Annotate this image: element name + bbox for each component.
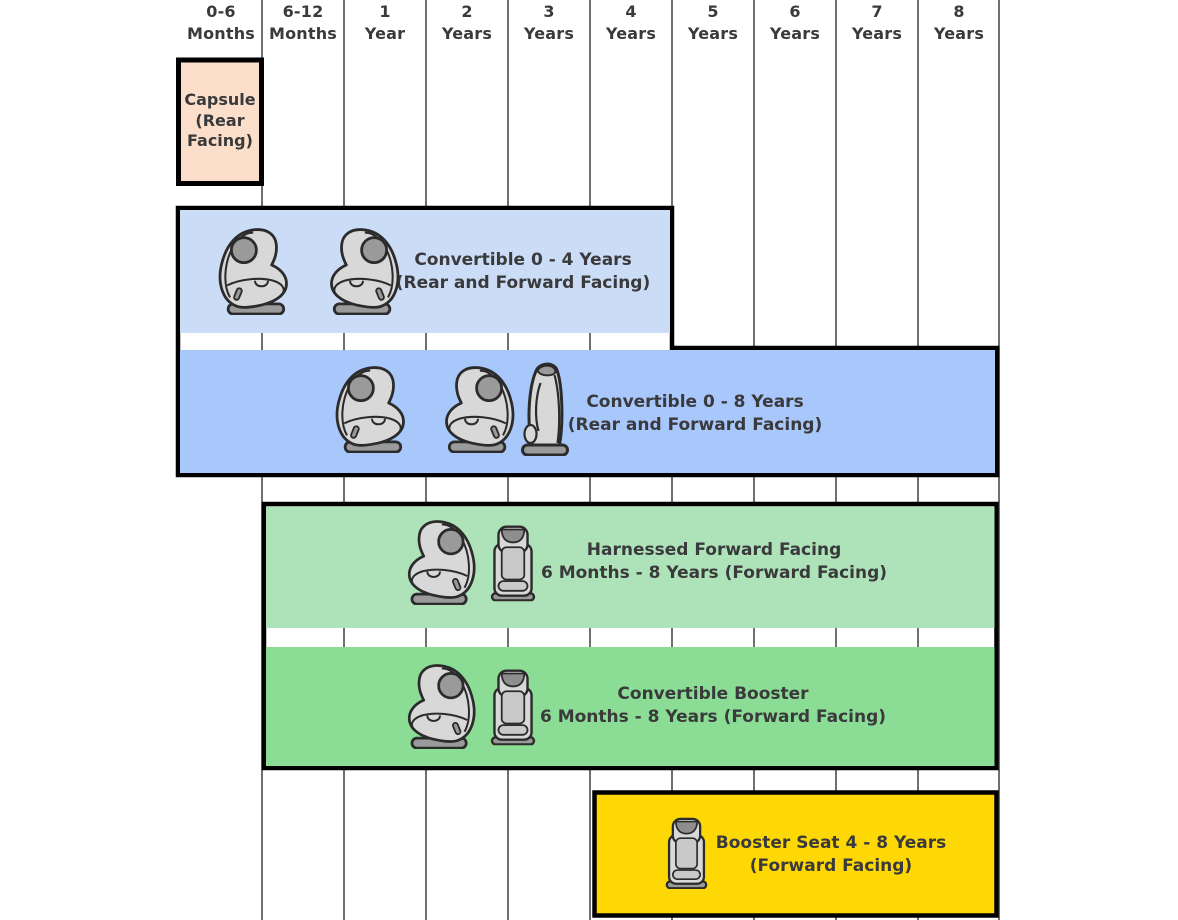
- header-line1: 8: [953, 2, 965, 21]
- header-line1: 2: [461, 2, 473, 21]
- header-line2: Years: [441, 24, 493, 43]
- rear-facing-seat-icon: [323, 365, 421, 453]
- header-line1: 7: [871, 2, 883, 21]
- age-column-header-4-years: 4 Years: [590, 1, 672, 47]
- header-line2: Years: [851, 24, 903, 43]
- gap-tick-marks: [343, 628, 919, 647]
- gridline: [507, 0, 509, 920]
- age-column-header-2-years: 2 Years: [426, 1, 508, 47]
- label-line: Harnessed Forward Facing: [586, 540, 842, 560]
- gridline: [343, 0, 345, 920]
- gridline: [835, 0, 837, 920]
- convertible-0-8-label: Convertible 0 - 8 Years (Rear and Forwar…: [499, 391, 891, 436]
- capsule-label: Capsule (Rear Facing): [177, 90, 263, 152]
- age-column-header-1-year: 1 Year: [344, 1, 426, 47]
- gridline: [753, 0, 755, 920]
- header-line2: Year: [364, 24, 406, 43]
- label-line: Convertible 0 - 8 Years: [586, 392, 804, 412]
- gridline: [425, 0, 427, 920]
- header-line2: Years: [769, 24, 821, 43]
- age-column-header-5-years: 5 Years: [672, 1, 754, 47]
- label-line: 6 Months - 8 Years (Forward Facing): [540, 562, 888, 583]
- gridline: [998, 0, 1000, 920]
- header-line1: 4: [625, 2, 637, 21]
- booster-seat-label: Booster Seat 4 - 8 Years (Forward Facing…: [678, 832, 984, 877]
- header-line2: Months: [186, 24, 256, 43]
- booster-seat-icon: [488, 519, 538, 607]
- label-line: (Rear: [195, 110, 245, 130]
- age-column-header-6-12-months: 6-12 Months: [262, 1, 344, 47]
- booster-seat-icon: [663, 810, 710, 896]
- header-line2: Years: [605, 24, 657, 43]
- header-line1: 0-6: [206, 2, 236, 21]
- convertible-booster-label: Convertible Booster 6 Months - 8 Years (…: [478, 683, 948, 728]
- harnessed-forward-facing-label: Harnessed Forward Facing 6 Months - 8 Ye…: [479, 539, 949, 584]
- gridline: [917, 0, 919, 920]
- header-line1: 3: [543, 2, 555, 21]
- label-line: Booster Seat 4 - 8 Years: [715, 833, 947, 853]
- forward-facing-seat-icon: [429, 365, 527, 453]
- convertible-0-4-label: Convertible 0 - 4 Years (Rear and Forwar…: [330, 249, 716, 294]
- age-column-header-6-years: 6 Years: [754, 1, 836, 47]
- label-line: Facing): [187, 131, 253, 150]
- header-line1: 5: [707, 2, 719, 21]
- header-line2: Years: [687, 24, 739, 43]
- header-line2: Years: [933, 24, 985, 43]
- age-column-header-0-6-months: 0-6 Months: [180, 1, 262, 47]
- forward-facing-seat-icon: [393, 663, 487, 749]
- header-line1: 1: [379, 2, 391, 21]
- label-line: (Forward Facing): [749, 855, 913, 876]
- booster-seat-icon: [488, 663, 538, 751]
- header-line2: Years: [523, 24, 575, 43]
- header-line1: 6: [789, 2, 801, 21]
- header-line2: Months: [268, 24, 338, 43]
- label-line: Convertible Booster: [617, 684, 809, 704]
- age-column-header-3-years: 3 Years: [508, 1, 590, 47]
- forward-facing-seat-icon: [393, 519, 487, 605]
- header-line1: 6-12: [282, 2, 324, 21]
- rear-facing-seat-icon: [206, 227, 304, 315]
- label-line: (Rear and Forward Facing): [395, 272, 651, 293]
- age-column-header-8-years: 8 Years: [918, 1, 1000, 47]
- forward-facing-seat-icon: [314, 227, 412, 315]
- label-line: Convertible 0 - 4 Years: [414, 250, 632, 270]
- label-line: 6 Months - 8 Years (Forward Facing): [539, 706, 887, 727]
- side-view-seat-icon: [517, 361, 573, 456]
- age-column-header-7-years: 7 Years: [836, 1, 918, 47]
- gridline: [589, 0, 591, 920]
- label-line: (Rear and Forward Facing): [567, 414, 823, 435]
- label-line: Capsule: [184, 90, 256, 109]
- gridline: [671, 0, 673, 920]
